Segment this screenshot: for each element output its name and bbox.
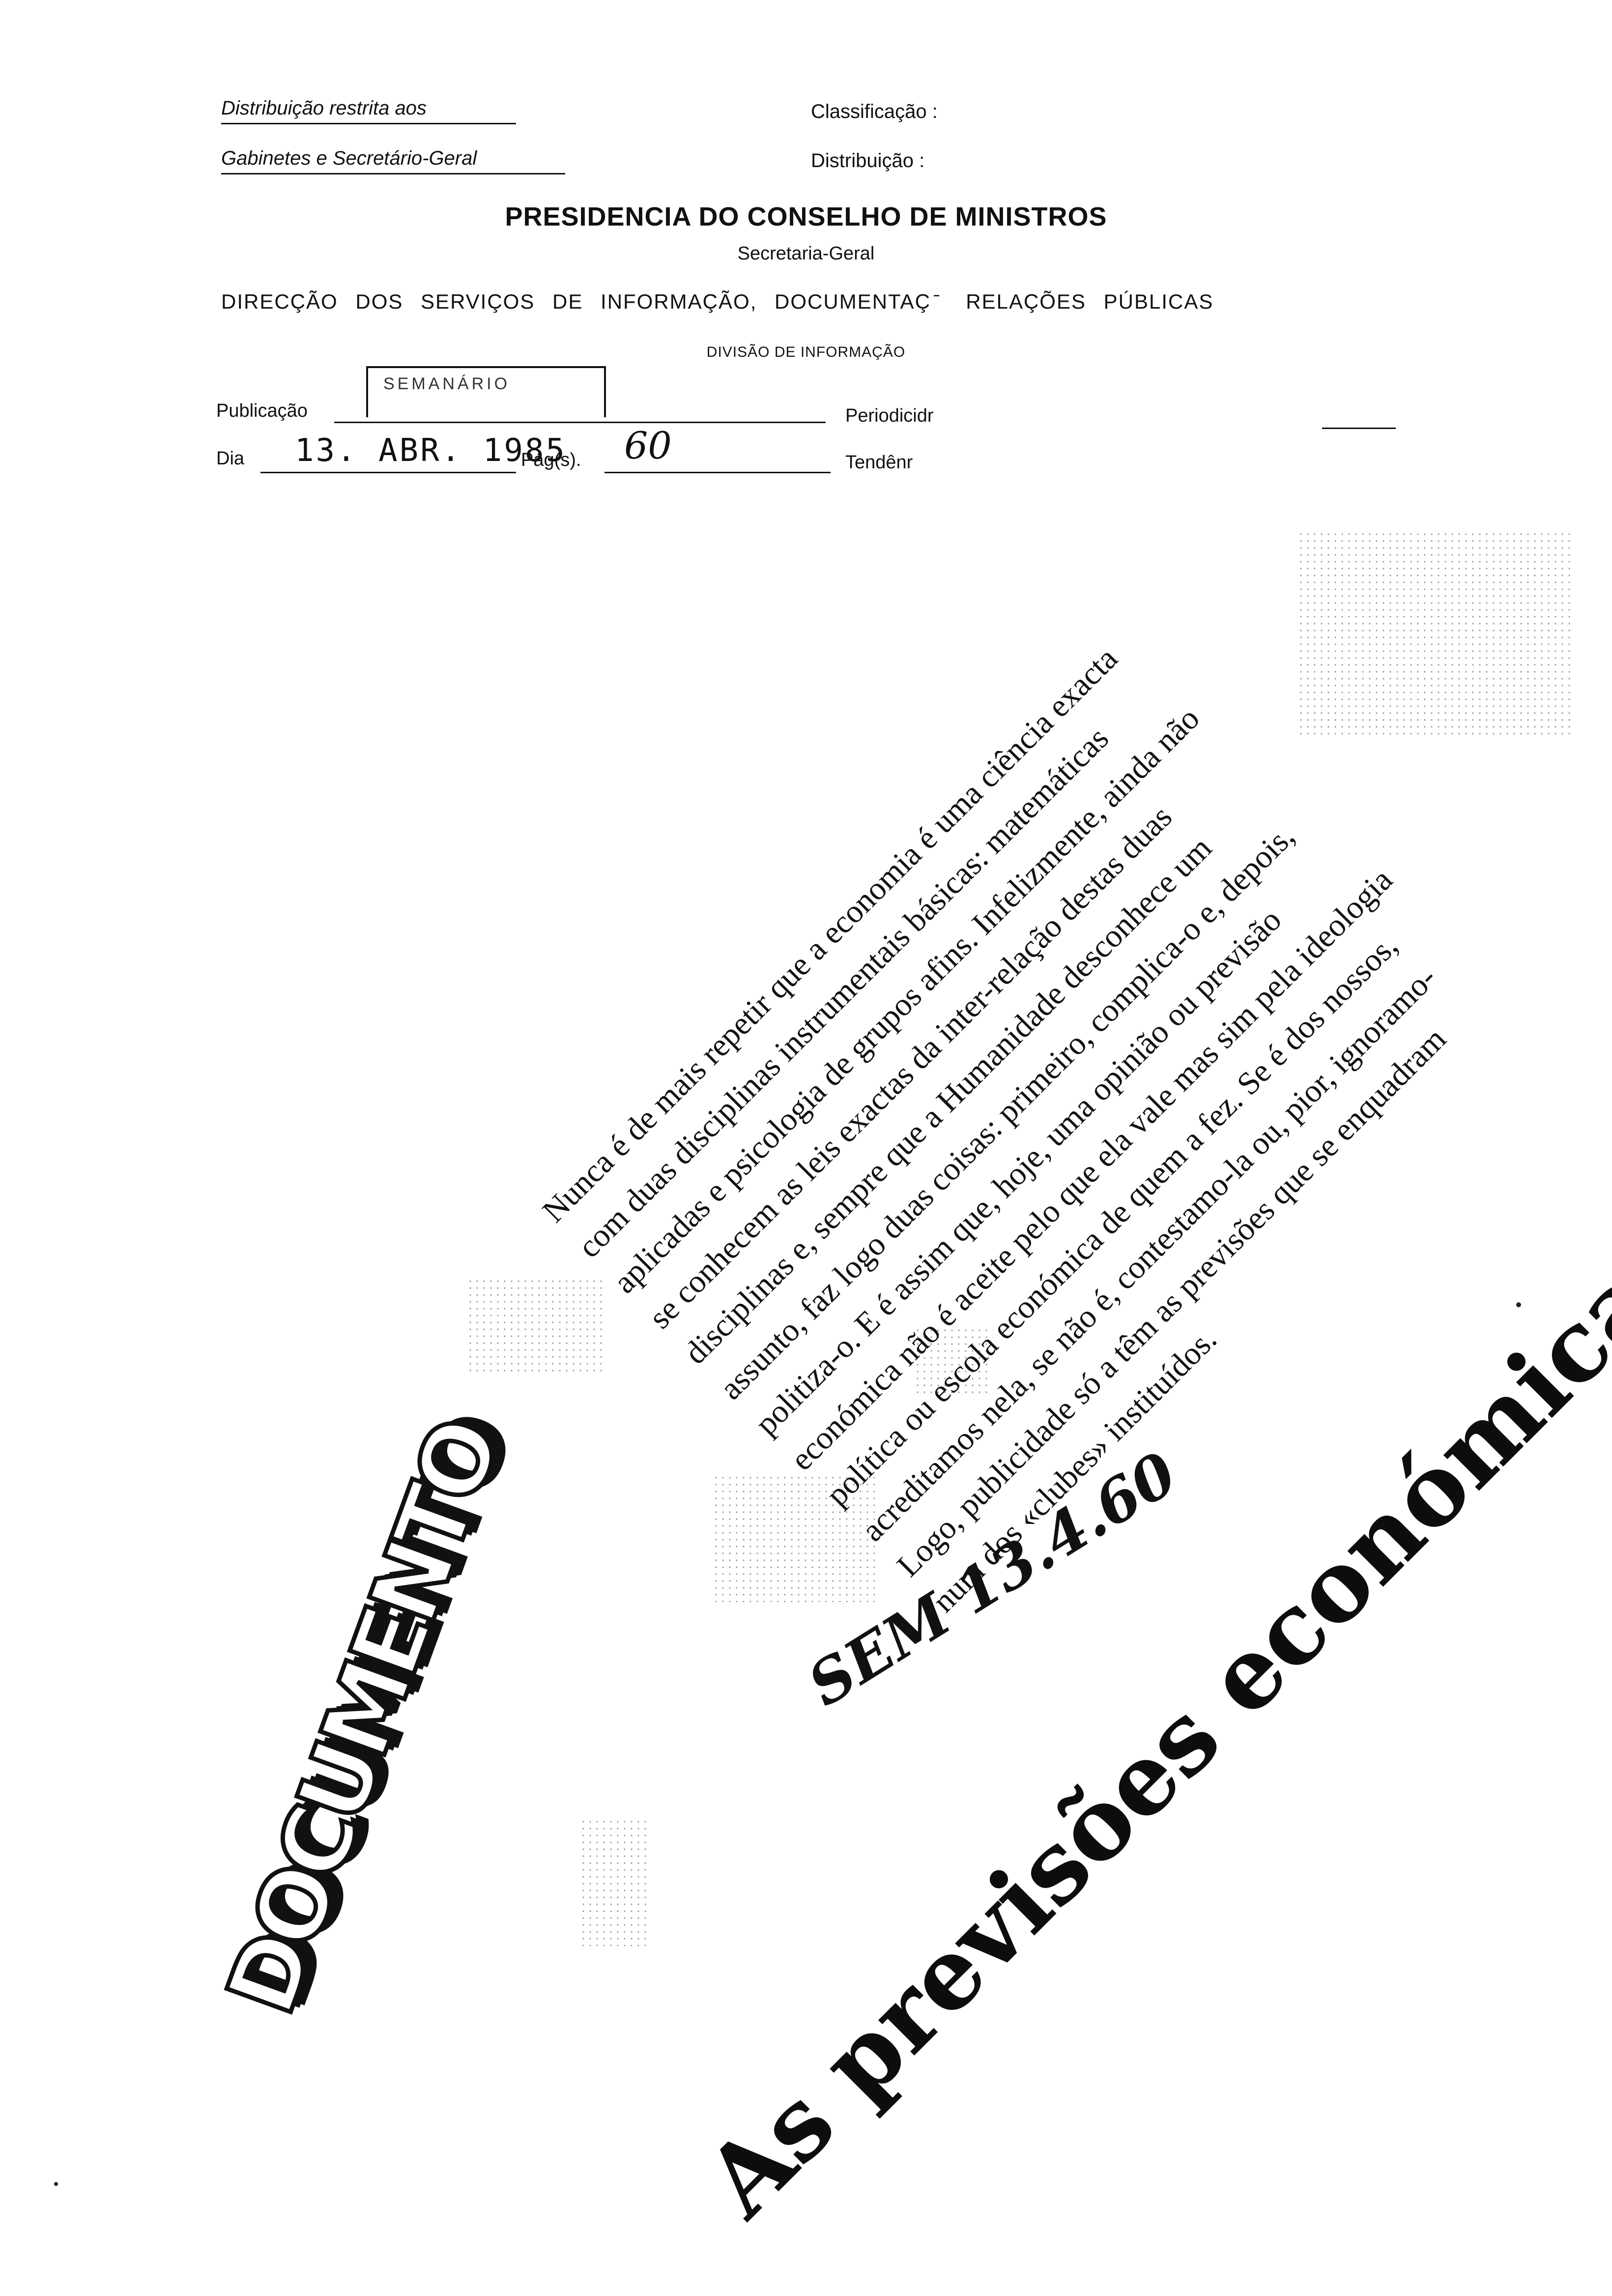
pags-label: Pág(s). (521, 450, 581, 470)
department-line: DIRECÇÃO DOS SERVIÇOS DE INFORMAÇÃO, DOC… (221, 290, 1214, 313)
classificacao-label: Classificação : (811, 101, 938, 122)
publicacao-stamp: SEMANÁRIO (383, 374, 511, 393)
scan-noise (914, 1327, 993, 1396)
scan-speck (54, 2182, 58, 2186)
org-subtitle: Secretaria-Geral (737, 243, 875, 264)
publicacao-rule (334, 422, 826, 423)
dia-value: 13. ABR. 1985 (295, 432, 567, 469)
distribuicao-label: Distribuição : (811, 150, 925, 172)
scan-noise (713, 1474, 875, 1602)
publicacao-label: Publicação (216, 401, 308, 421)
restricted-line-1: Distribuição restrita aos (221, 97, 516, 124)
periodicidade-rule (1322, 428, 1396, 429)
scan-speck (1516, 1302, 1521, 1307)
org-title: PRESIDENCIA DO CONSELHO DE MINISTROS (505, 202, 1107, 231)
dia-label: Dia (216, 448, 245, 469)
scan-noise (1297, 531, 1573, 737)
masthead-logo: DOCUMENTO (204, 1408, 521, 2030)
stamp-frame (366, 366, 606, 417)
dia-rule (260, 472, 516, 473)
pags-value: 60 (624, 424, 672, 467)
scan-noise (467, 1278, 604, 1376)
restricted-line-2: Gabinetes e Secretário-Geral (221, 147, 565, 174)
pags-rule (604, 472, 831, 473)
scan-noise (580, 1818, 649, 1946)
division-line: DIVISÃO DE INFORMAÇÃO (706, 344, 906, 360)
tendencia-label: Tendênr (845, 452, 913, 473)
periodicidade-label: Periodicidr (845, 405, 934, 426)
